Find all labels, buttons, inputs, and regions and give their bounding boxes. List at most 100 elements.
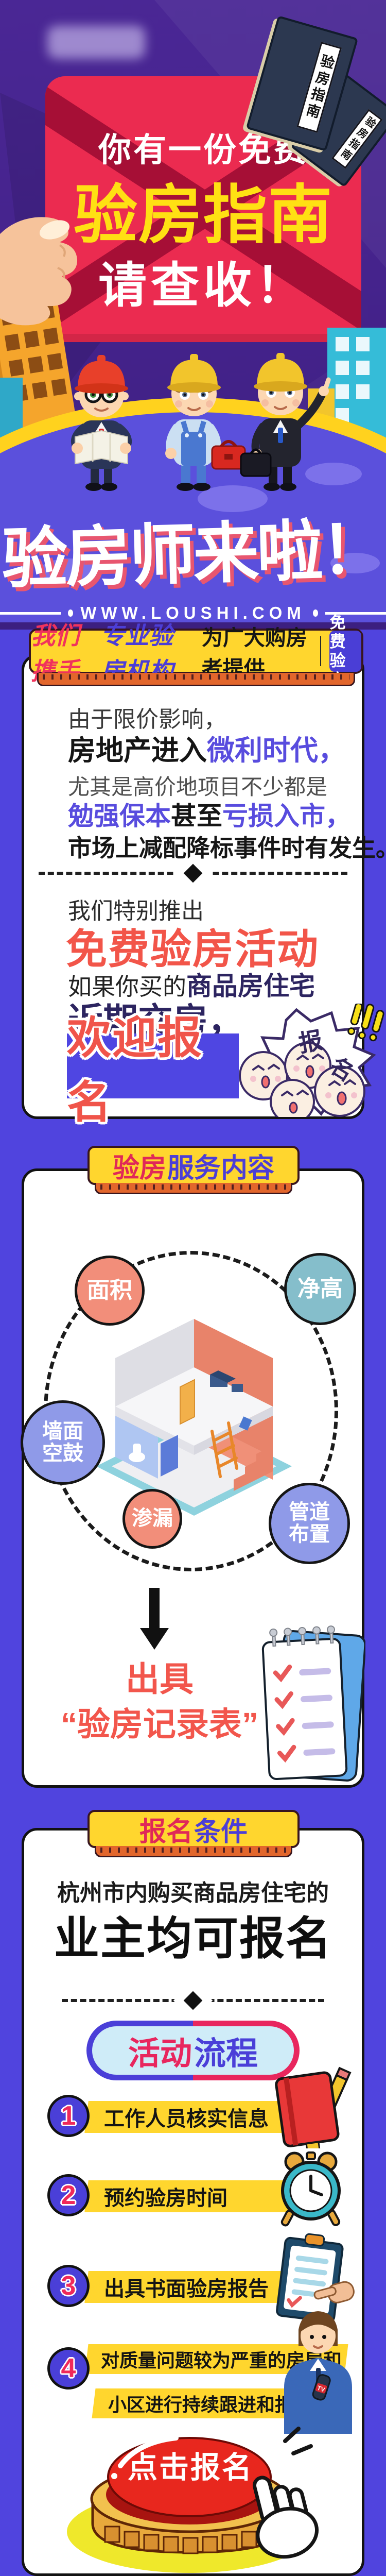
promo-title: 免费验房活动 (66, 926, 319, 972)
text: 甚至 (171, 802, 222, 831)
bubble-label: 墙面 (42, 1419, 83, 1443)
hand-icon (0, 217, 78, 326)
hero-title-line-1: 你有一份免费 (98, 131, 308, 168)
stitch-strip (95, 1183, 292, 1194)
reporter-icon: TV (284, 2311, 352, 2434)
click-ticks-icon (283, 2427, 313, 2455)
text: 由于限价影响， (68, 707, 226, 732)
report-clipboard-icon (276, 2233, 355, 2323)
red-notebook-icon (275, 2066, 352, 2148)
divider-dot (67, 609, 74, 617)
flow-header-badge: 活动 流程 (86, 2021, 300, 2080)
flow-right-label: 流程 (194, 2036, 258, 2072)
book-label-text: 验房指南 (336, 114, 378, 164)
bubble-label: 空鼓 (42, 1442, 83, 1465)
book-label-text: 验房指南 (302, 52, 336, 122)
market-line-4: 勉强保本甚至亏损入市， (68, 795, 351, 833)
hero-title-line-2: 验房指南 (73, 180, 333, 251)
cheering-blob-icon (239, 1042, 365, 1117)
service-header-badge: 验房 服务内容 (87, 1146, 300, 1185)
divider-line (325, 612, 386, 615)
exclamation-marks-icon (347, 1004, 384, 1042)
market-line-3: 尤其是高价地项目不少都是 (68, 770, 327, 801)
market-line-5: 市场上减配降标事件时有发生。 (68, 829, 386, 863)
text-highlight: 勉强保本 (68, 802, 171, 831)
service-bubble-wall: 墙面 空鼓 (21, 1400, 105, 1485)
cursor-hand-icon (252, 2476, 319, 2559)
alarm-clock-icon (280, 2151, 341, 2227)
dashed-divider (62, 1991, 324, 2010)
stitch-strip (95, 1846, 292, 1857)
step-number-label: 2 (61, 2180, 76, 2210)
condition-line-1: 杭州市内购买商品房住宅的 (57, 1880, 329, 1906)
welcome-signup-banner[interactable]: 欢迎报名 (67, 1013, 239, 1127)
text: 房地产进入 (68, 735, 207, 766)
step-text: 预约验房时间 (104, 2187, 227, 2210)
partner-rest-text: 为广大购房者提供 (201, 626, 307, 681)
bubble-label: 净高 (297, 1276, 343, 1302)
record-name-text: “验房记录表” (61, 1706, 258, 1743)
bubble-label: 面积 (87, 1278, 132, 1303)
worker-engineer-icon (71, 355, 132, 491)
bubble-label: 布置 (289, 1523, 330, 1546)
step-label-2: 预约验房时间 (84, 2180, 294, 2212)
hero-title-line-3: 请查收！ (98, 258, 308, 312)
worker-builder-icon (165, 354, 246, 491)
divider-dot (312, 609, 319, 617)
service-bubble-leak: 渗漏 (122, 1489, 182, 1549)
down-arrow-icon (149, 1588, 160, 1629)
divider-line (0, 612, 61, 615)
website-row: WWW.LOUSHI.COM (0, 602, 386, 624)
step-text: 出具书面验房报告 (104, 2278, 269, 2300)
inspection-guide-books: 验房指南 验房指南 (245, 15, 386, 188)
house-illustration (96, 1319, 292, 1516)
text: 市场上减配降标事件时有发生。 (68, 835, 386, 861)
step-number-2: 2 (47, 2174, 90, 2216)
step-text: 工作人员核实信息 (104, 2108, 269, 2130)
worker-manager-icon (240, 353, 331, 491)
header-text-red: 报名 (139, 1817, 193, 1847)
header-text-blue: 条件 (194, 1817, 248, 1847)
step-number-label: 1 (61, 2101, 76, 2131)
condition-line-2: 业主均可报名 (54, 1913, 332, 1964)
website-url: WWW.LOUSHI.COM (80, 603, 306, 622)
promo-lead: 我们特别推出 (68, 899, 204, 924)
notebook-illustration (261, 1625, 365, 1782)
step-number-label: 4 (61, 2353, 76, 2383)
promo-condition: 如果你买的商品房住宅 (68, 965, 315, 1003)
mic-label: TV (316, 2384, 326, 2394)
book-label: 验房指南 (331, 109, 383, 169)
text: 如果你买的 (68, 973, 186, 1000)
partner-banner: 我们携手 专业验房机构 为广大购房者提供 免费 验房 (29, 614, 363, 689)
signup-header-badge: 报名 条件 (87, 1810, 300, 1848)
step-number-4: 4 (47, 2347, 90, 2389)
flow-left-label: 活动 (128, 2036, 192, 2072)
blurred-watermark (47, 26, 145, 59)
cta-label[interactable]: 点击报名 (127, 2451, 253, 2484)
vertical-divider (320, 636, 322, 666)
down-arrow-icon (140, 1628, 169, 1650)
header-text-red: 验房 (112, 1153, 166, 1183)
step-number-3: 3 (47, 2265, 90, 2307)
welcome-label: 欢迎报名 (67, 1013, 203, 1127)
text: 尤其是高价地项目不少都是 (68, 775, 328, 799)
market-line-1: 由于限价影响， (68, 701, 226, 734)
header-text-blue: 服务内容 (167, 1153, 275, 1183)
workers-city-illustration (0, 290, 386, 622)
market-line-2: 房地产进入微利时代， (68, 727, 346, 768)
stitch-strip (37, 673, 355, 686)
service-bubble-pipe: 管道 布置 (269, 1483, 350, 1564)
step-number-1: 1 (47, 2095, 90, 2137)
dashed-divider (39, 863, 347, 883)
record-lead-text: 出具 (126, 1660, 194, 1698)
cheering-blobs-illustration (239, 1004, 384, 1117)
bubble-label: 渗漏 (132, 1507, 173, 1530)
slogan-title: 验房师来啦！ (1, 513, 386, 597)
text-highlight: 亏损入市， (222, 802, 351, 831)
text-highlight: 商品房住宅 (186, 972, 315, 1001)
service-bubble-area: 面积 (75, 1256, 145, 1326)
cta-button[interactable] (61, 2421, 328, 2576)
free-inspection-badge: 免费 验房 (329, 614, 361, 689)
step-number-label: 3 (61, 2271, 76, 2301)
